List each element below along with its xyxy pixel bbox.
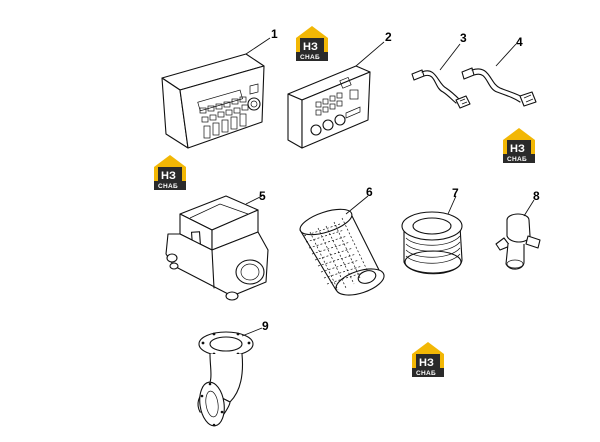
svg-text:СНАБ: СНАБ (416, 370, 436, 377)
part-1-control-box: 1 (161, 27, 278, 149)
callout-2: 2 (385, 30, 392, 44)
callout-5: 5 (259, 189, 266, 203)
part-7-bellows: 7 (401, 186, 463, 275)
callout-8: 8 (533, 189, 540, 203)
callout-6: 6 (366, 185, 373, 199)
callout-9: 9 (262, 319, 269, 333)
svg-text:НЗ: НЗ (419, 357, 434, 369)
callout-3: 3 (460, 31, 467, 45)
svg-text:НЗ: НЗ (161, 170, 176, 182)
part-6-filter: 6 (299, 185, 385, 296)
watermark-logo: НЗ СНАБ (412, 342, 444, 377)
watermark-logo: НЗ СНАБ (154, 155, 186, 190)
part-5-housing: 5 (165, 189, 269, 301)
part-3-cable-harness: 3 (411, 31, 471, 109)
watermark-logo: НЗ СНАБ (503, 128, 535, 163)
watermark-logo: НЗ СНАБ (296, 26, 328, 61)
svg-text:СНАБ: СНАБ (300, 54, 320, 61)
svg-text:СНАБ: СНАБ (507, 156, 527, 163)
callout-1: 1 (271, 27, 278, 41)
callout-7: 7 (452, 186, 459, 200)
callout-4: 4 (516, 35, 523, 49)
svg-text:СНАБ: СНАБ (158, 183, 178, 190)
svg-text:НЗ: НЗ (510, 143, 525, 155)
part-2-display-panel: 2 (287, 30, 392, 149)
svg-text:НЗ: НЗ (303, 41, 318, 53)
part-4-cable-harness: 4 (461, 35, 537, 107)
part-9-elbow-pipe: 9 (197, 319, 269, 427)
part-8-valve: 8 (495, 189, 541, 270)
